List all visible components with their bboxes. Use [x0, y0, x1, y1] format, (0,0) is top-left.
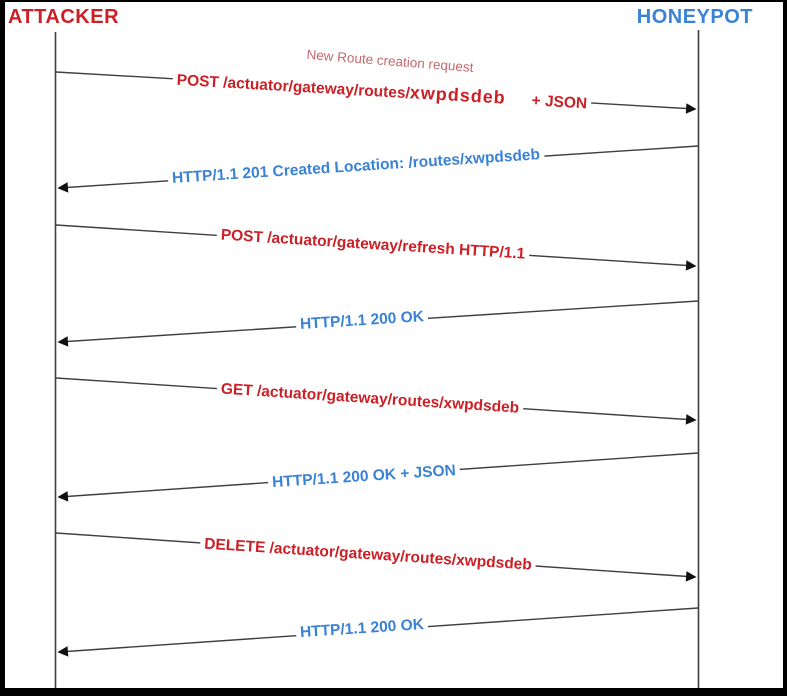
frame-border-top [0, 0, 787, 2]
note-new-route-creation: New Route creation request [305, 46, 475, 76]
frame-border-bottom [0, 688, 787, 696]
message-label-7: DELETE /actuator/gateway/routes/xwpdsdeb [199, 534, 537, 576]
message-label-1: POST /actuator/gateway/routes/xwpdsdeb + … [172, 67, 592, 115]
frame-border-left [0, 0, 5, 696]
message-label-2: HTTP/1.1 201 Created Location: /routes/x… [167, 144, 545, 190]
message-label-4: HTTP/1.1 200 OK [295, 306, 429, 336]
message-label-5: GET /actuator/gateway/routes/xwpdsdeb [216, 379, 524, 419]
message-1-suffix: + JSON [531, 92, 588, 113]
message-1-gap [505, 104, 531, 105]
message-1-route-id: xwpdsdeb [409, 82, 507, 108]
message-label-8: HTTP/1.1 200 OK [295, 614, 429, 644]
message-label-3: POST /actuator/gateway/refresh HTTP/1.1 [216, 225, 530, 265]
actor-label-honeypot: HONEYPOT [636, 6, 753, 28]
message-label-6: HTTP/1.1 200 OK + JSON [267, 460, 461, 494]
message-1-method-path: POST /actuator/gateway/routes/ [176, 71, 411, 103]
actor-label-attacker: ATTACKER [8, 6, 120, 28]
frame-border-right [783, 0, 787, 696]
